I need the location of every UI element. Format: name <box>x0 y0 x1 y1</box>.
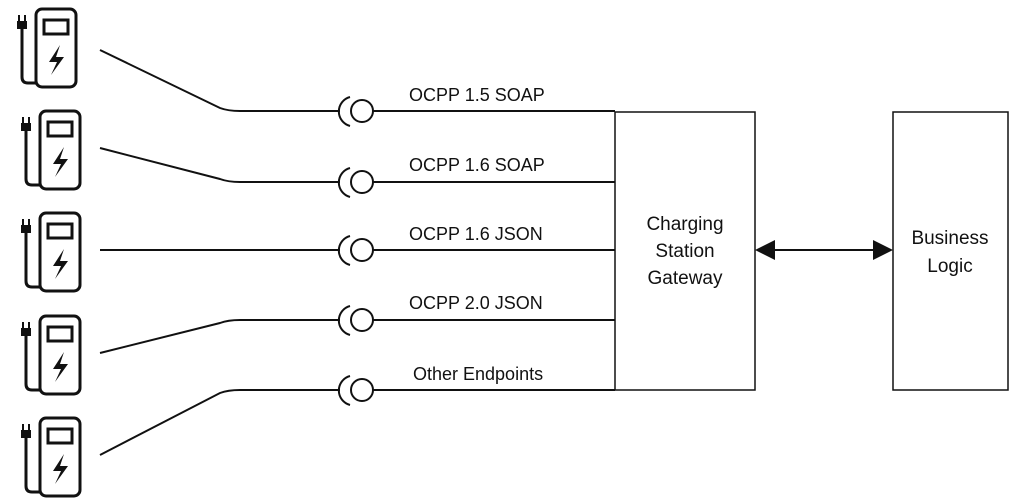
endpoint-label: OCPP 1.6 SOAP <box>409 155 545 175</box>
ev-charging-station-icon <box>19 416 82 498</box>
endpoint-label: OCPP 1.6 JSON <box>409 224 543 244</box>
business-logic-label: Business <box>911 228 988 249</box>
gateway-label: Charging <box>646 214 723 235</box>
endpoint-label: OCPP 2.0 JSON <box>409 293 543 313</box>
interface-socket-icon <box>337 375 615 406</box>
ev-charging-station-icon <box>15 7 78 89</box>
ev-charging-station-icon <box>19 109 82 191</box>
connector-line <box>99 49 340 112</box>
ev-charging-station-icon <box>19 211 82 293</box>
gateway-label: Gateway <box>648 268 723 289</box>
connector-line <box>99 319 340 354</box>
interface-socket-icon <box>337 167 615 198</box>
endpoint-label: Other Endpoints <box>413 364 543 384</box>
interface-socket-icon <box>337 235 615 266</box>
business-logic-label: Logic <box>927 256 972 277</box>
endpoint-label: OCPP 1.5 SOAP <box>409 85 545 105</box>
interface-socket-icon <box>337 305 615 336</box>
connector-line <box>99 147 340 183</box>
ev-charging-station-icon <box>19 314 82 396</box>
interface-socket-icon <box>337 96 615 127</box>
connector-line <box>99 389 340 456</box>
gateway-label: Station <box>655 241 714 262</box>
gateway-box <box>614 111 756 391</box>
connections <box>99 49 340 456</box>
business-logic-box <box>892 111 1009 391</box>
